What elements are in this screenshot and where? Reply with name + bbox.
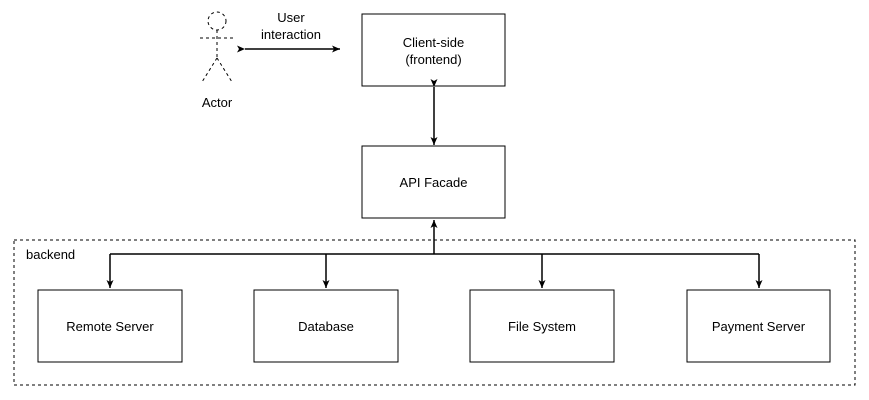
client-side-label-line1: Client-side <box>403 35 464 50</box>
backend-label: backend <box>26 247 75 262</box>
api-facade-box <box>361 145 506 219</box>
remote-server-box <box>37 289 183 363</box>
remote-server-label: Remote Server <box>66 319 154 334</box>
client-side-box <box>361 13 506 87</box>
user-interaction-label-line2: interaction <box>261 27 321 42</box>
client-side-label-line2: (frontend) <box>405 52 461 67</box>
file-system-label: File System <box>508 319 576 334</box>
actor-label: Actor <box>202 95 233 110</box>
user-interaction-label-line1: User <box>277 10 305 25</box>
payment-server-label: Payment Server <box>712 319 806 334</box>
database-box <box>253 289 399 363</box>
file-system-box <box>469 289 615 363</box>
payment-server-box <box>686 289 831 363</box>
api-facade-label: API Facade <box>400 175 468 190</box>
database-label: Database <box>298 319 354 334</box>
actor-icon <box>200 11 234 83</box>
